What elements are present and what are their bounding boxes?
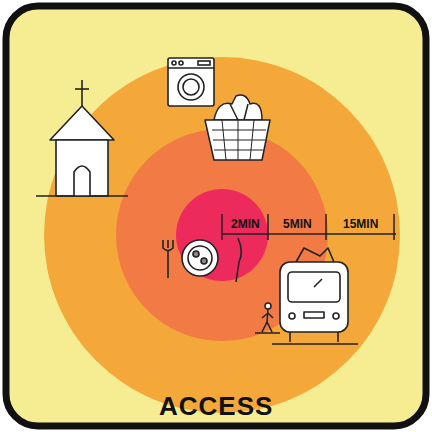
- church-icon: [36, 80, 128, 196]
- ring-2min: [176, 189, 268, 281]
- scale-label: 15MIN: [343, 217, 378, 231]
- washing-machine-icon: [168, 58, 214, 106]
- pedestrian-icon: [255, 303, 280, 333]
- grocery-basket-icon: [205, 95, 270, 160]
- scale-label: 5MIN: [283, 217, 312, 231]
- scale-label: 2MIN: [231, 217, 260, 231]
- ring-15min: [44, 57, 400, 413]
- scale-bar: [222, 214, 396, 240]
- diagram-title: ACCESS: [159, 391, 273, 422]
- meal-icon: [163, 238, 241, 282]
- tram-icon: [272, 248, 358, 344]
- frame: [6, 6, 426, 426]
